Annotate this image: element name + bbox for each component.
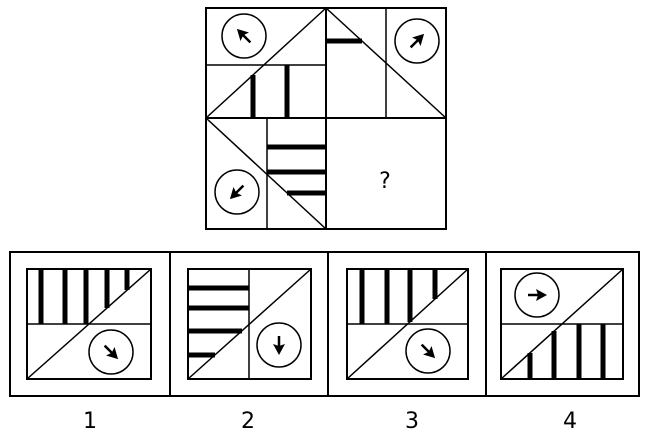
grid-cell-bottom-left: [205, 117, 327, 230]
circled-arrow-icon: [214, 169, 260, 215]
option-label-2: 2: [241, 409, 255, 434]
missing-cell-question-mark: ?: [379, 169, 391, 194]
circled-arrow-icon: [405, 328, 451, 374]
grid-cell-top-left: [205, 7, 327, 119]
option-2[interactable]: [187, 268, 312, 380]
circled-arrow-icon: [221, 13, 267, 59]
circled-arrow-icon: [256, 322, 302, 368]
question-grid: ?: [205, 7, 447, 230]
option-label-4: 4: [563, 409, 577, 434]
circled-arrow-icon: [514, 272, 560, 318]
option-4[interactable]: [500, 268, 624, 380]
circled-arrow-icon: [88, 329, 134, 375]
option-label-1: 1: [83, 409, 97, 434]
grid-cell-top-right: [325, 7, 447, 119]
option-3[interactable]: [346, 268, 469, 380]
answer-options: 1 2 3 4: [9, 251, 640, 434]
option-1[interactable]: [26, 268, 152, 380]
circled-arrow-icon: [394, 18, 440, 64]
option-label-3: 3: [405, 409, 419, 434]
options-border: [9, 251, 640, 397]
